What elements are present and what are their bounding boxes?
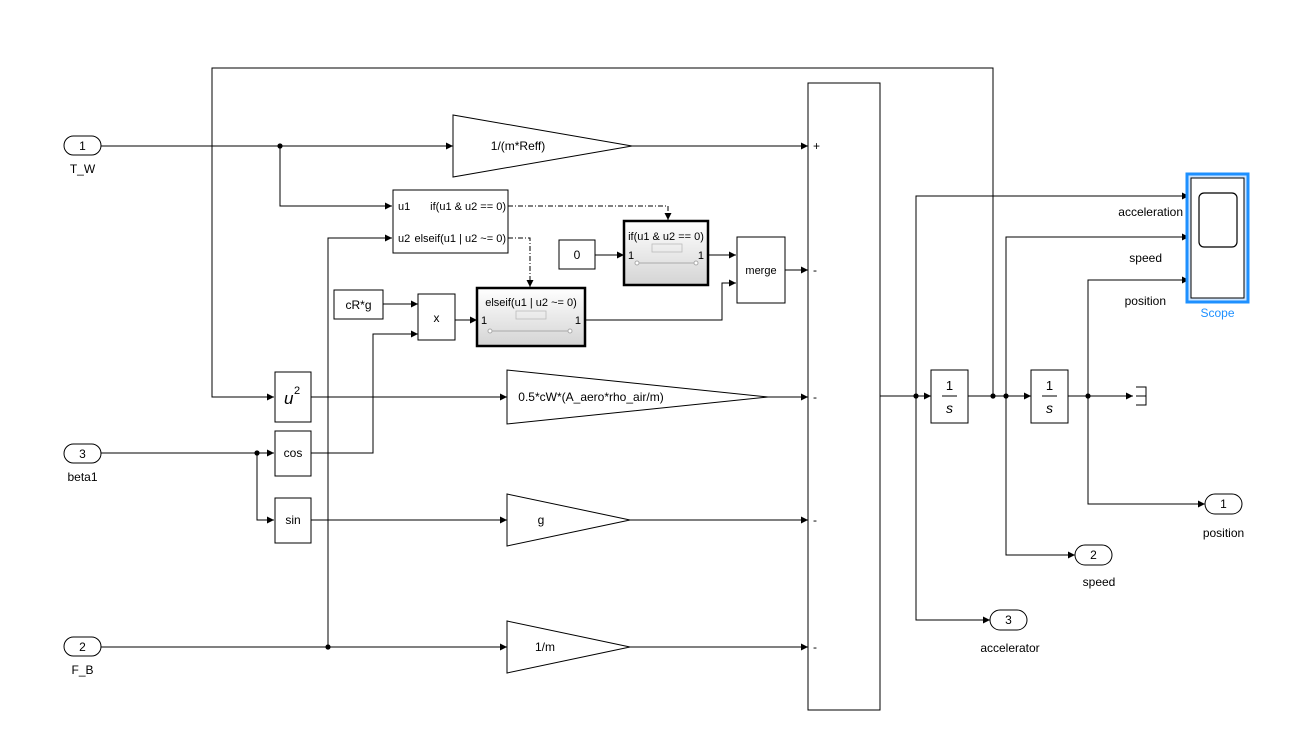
constant-zero[interactable]: 0 [558,239,596,270]
inport-t-w[interactable]: 1 T_W [63,135,102,176]
sum-sign: - [813,513,817,527]
sum-sign: + [813,139,820,153]
terminator-icon[interactable] [1136,386,1147,406]
integrator-speed[interactable]: 1 s [930,369,969,424]
if-input-u1: u1 [398,201,410,213]
if-input-u2: u2 [398,233,410,245]
action-port-out: 1 [698,250,704,262]
action-port-out: 1 [575,315,581,327]
inport-f-b[interactable]: 2 F_B [63,636,102,677]
constant-value: 0 [574,248,581,262]
signal-label-speed: speed [1129,251,1162,265]
merge-label: merge [745,265,776,277]
wires [101,67,1205,651]
product-block[interactable]: x [417,293,456,341]
inport-label: beta1 [67,470,97,484]
constant-value: cR*g [345,298,371,312]
if-block[interactable]: u1 u2 if(u1 & u2 == 0) elseif(u1 | u2 ~=… [392,189,509,254]
integrator-denominator: s [946,400,953,416]
merge-block[interactable]: merge [736,236,786,304]
square-base: u [284,389,294,408]
scope-block[interactable]: Scope [1185,172,1250,320]
inport-label: F_B [71,663,93,677]
sum-sign: - [813,390,817,404]
action-signals [508,205,672,287]
integrator-denominator: s [1046,400,1053,416]
square-block[interactable]: u 2 [274,371,312,423]
if-condition: if(u1 & u2 == 0) [430,201,506,213]
sin-block[interactable]: sin [274,497,312,544]
signal-label-acceleration: acceleration [1118,205,1183,219]
gain-g[interactable]: g [506,493,631,547]
inport-number: 3 [79,447,86,461]
outport-number: 1 [1220,497,1227,511]
inport-label: T_W [70,162,96,176]
outport-label: position [1203,526,1244,540]
outport-label: accelerator [980,641,1039,655]
outport-number: 3 [1005,613,1012,627]
elseif-condition: elseif(u1 | u2 ~= 0) [414,233,506,245]
inport-number: 1 [79,139,86,153]
action-label: elseif(u1 | u2 ~= 0) [485,297,577,309]
product-label: x [434,311,440,325]
integrator-numerator: 1 [1046,378,1053,393]
signal-label-position: position [1125,294,1166,308]
gain-label: 1/(m*Reff) [491,139,545,153]
gain-label: 0.5*cW*(A_aero*rho_air/m) [518,390,663,404]
square-exponent: 2 [294,385,300,397]
constant-crg[interactable]: cR*g [333,289,384,320]
action-label: if(u1 & u2 == 0) [628,231,704,243]
sum-block[interactable]: + - - - - [807,82,881,711]
integrator-numerator: 1 [946,378,953,393]
branch-points [254,143,1091,650]
sin-label: sin [285,513,300,527]
gain-inv-m[interactable]: 1/m [506,620,631,674]
sum-sign: - [813,263,817,277]
outport-number: 2 [1090,548,1097,562]
inport-beta1[interactable]: 3 beta1 [63,443,102,484]
scope-name: Scope [1200,306,1234,320]
gain-inv-m-reff[interactable]: 1/(m*Reff) [452,114,633,178]
gain-label: 1/m [535,640,555,654]
sum-sign: - [813,640,817,654]
gain-aero-drag[interactable]: 0.5*cW*(A_aero*rho_air/m) [506,369,769,425]
integrator-position[interactable]: 1 s [1030,369,1069,424]
cos-label: cos [284,446,303,460]
outport-label: speed [1083,575,1116,589]
action-port-in: 1 [628,250,634,262]
action-port-in: 1 [481,315,487,327]
elseif-action-subsystem[interactable]: elseif(u1 | u2 ~= 0) 1 1 [475,286,587,348]
if-action-subsystem[interactable]: if(u1 & u2 == 0) 1 1 [622,219,710,287]
outport-position[interactable]: 1 position [1203,493,1244,540]
inport-number: 2 [79,640,86,654]
outport-speed[interactable]: 2 speed [1074,544,1116,589]
gain-label: g [538,513,545,527]
cos-block[interactable]: cos [274,430,312,477]
outport-accelerator[interactable]: 3 accelerator [980,609,1040,655]
